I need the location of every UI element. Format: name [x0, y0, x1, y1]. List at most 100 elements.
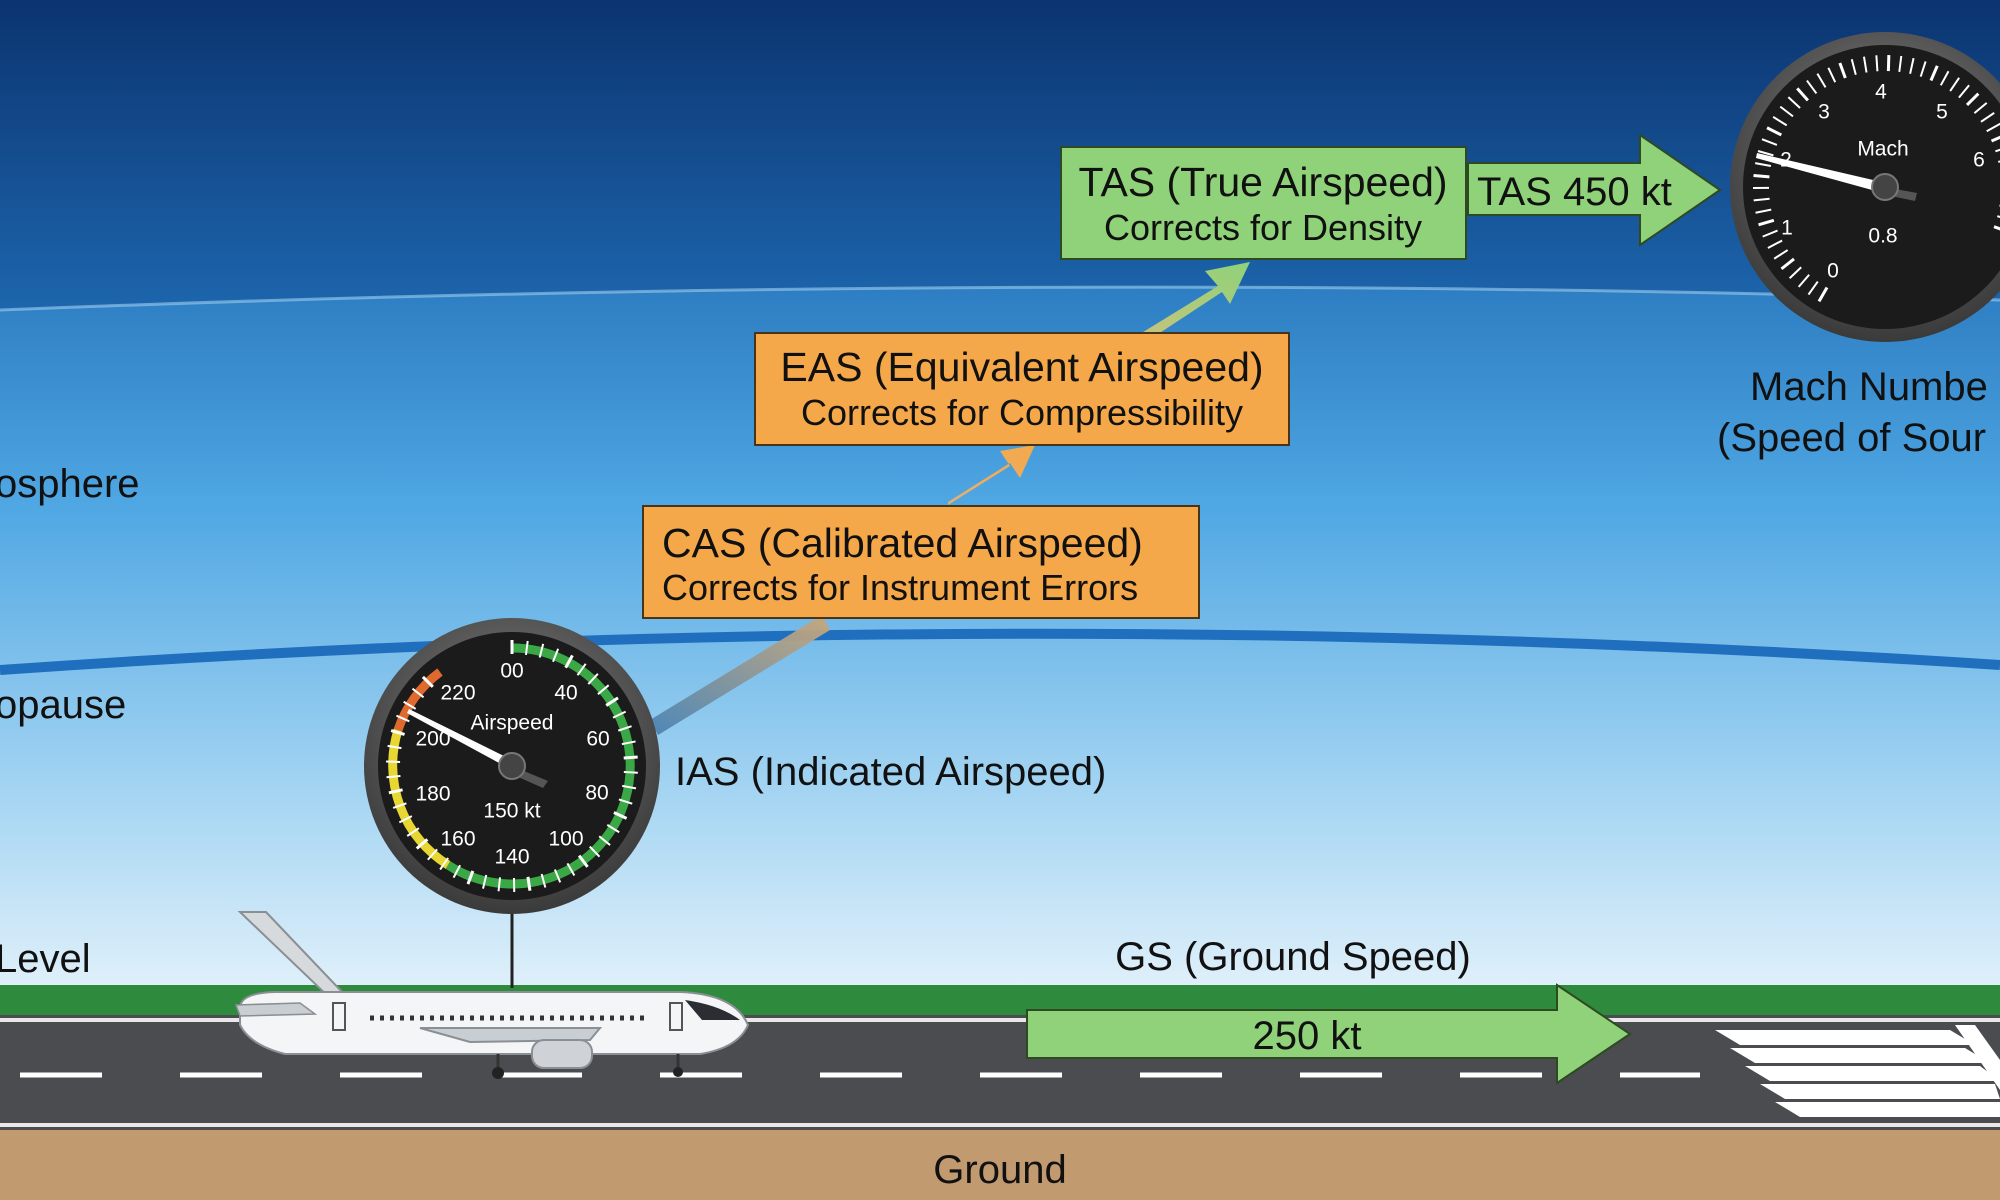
airspeed-tick-label: 60: [586, 728, 609, 751]
airspeed-tick-label: 40: [554, 682, 577, 705]
gauge-tick: [406, 827, 420, 837]
mach-tick-label: 1: [1781, 217, 1793, 240]
airspeed-tick-label: 200: [415, 728, 450, 751]
ground-layer: [0, 1130, 2000, 1200]
gauge-tick: [540, 873, 547, 888]
ias-to-cas-arrow: [650, 615, 830, 735]
gauge-tick: [411, 687, 425, 699]
gauge-tick: [1754, 162, 1772, 168]
airspeed-gauge: 00 40 60 80 100 140 160 180 200 220 Airs…: [364, 618, 660, 914]
gauge-tick: [552, 648, 560, 663]
gauge-tick: [392, 802, 407, 809]
gauge-tick: [1806, 79, 1818, 95]
mach-tick-label: 3: [1818, 101, 1830, 124]
airspeed-tick-label: 100: [548, 828, 583, 851]
ground-label: Ground: [933, 1148, 1066, 1192]
gauge-tick: [606, 824, 620, 834]
gauge-tick: [524, 640, 529, 655]
stratosphere-band: [0, 0, 2000, 310]
gauge-tick: [1990, 135, 2000, 143]
gauge-tick: [587, 673, 599, 685]
gauge-tick: [612, 710, 627, 719]
gauge-tick: [390, 729, 405, 736]
gauge-tick: [482, 874, 488, 889]
gauge-tick: [622, 784, 637, 790]
gauge-tick: [1958, 84, 1970, 99]
mach-tick-label: 6: [1973, 149, 1985, 172]
gauge-tick: [1787, 96, 1801, 109]
tas-arrow: [1467, 133, 1722, 247]
eas-box: EAS (Equivalent Airspeed) Corrects for C…: [754, 332, 1290, 446]
mach-tick-label: 0: [1827, 260, 1839, 283]
gauge-tick: [617, 725, 632, 732]
gauge-tick: [1862, 56, 1868, 73]
airspeed-caption: Airspeed: [471, 712, 554, 735]
gauge-tick: [553, 869, 562, 883]
airspeed-needle: [407, 709, 514, 770]
gauge-tick: [1949, 77, 1960, 92]
gauge-tick: [1796, 87, 1810, 102]
gauge-tick: [621, 740, 636, 746]
mach-gauge: 0 1 2 3 4 5 6 Mach 0.8: [1730, 32, 2000, 342]
gauge-tick: [421, 675, 434, 688]
gauge-tick: [1929, 65, 1939, 82]
upper-layer-line: [0, 285, 2000, 312]
runway-threshold-markings: [1715, 1025, 2000, 1117]
gauge-tick: [1753, 197, 1770, 202]
airplane-nose-gear: [673, 1067, 683, 1077]
mach-label-line2: (Speed of Sour: [1717, 416, 1986, 460]
gauge-tick: [1875, 55, 1879, 72]
airplane-wing: [419, 1027, 603, 1044]
gauge-tick: [538, 643, 545, 658]
eas-title: EAS (Equivalent Airspeed): [780, 344, 1263, 390]
tas-arrow-label: TAS 450 kt: [1477, 170, 1672, 214]
gauge-tick: [497, 877, 502, 892]
airspeed-tick-label: 140: [494, 846, 529, 869]
gauge-tick: [589, 845, 601, 858]
gauge-tick: [1797, 274, 1810, 288]
gauge-tick: [388, 788, 403, 795]
airplane-rear-door: [332, 1002, 346, 1031]
airplane-engine: [531, 1039, 593, 1069]
gauge-tick: [598, 835, 611, 846]
gauge-tick: [623, 755, 638, 760]
gauge-tick: [427, 848, 438, 861]
gauge-tick: [387, 744, 402, 750]
gauge-tick: [439, 857, 449, 871]
stratosphere-label: osphere: [0, 462, 140, 506]
eas-to-tas-arrow: [1140, 262, 1250, 342]
gauge-tick: [1767, 239, 1783, 249]
gauge-tick: [1761, 138, 1778, 146]
cas-box-bg: [642, 505, 1200, 619]
gauge-tick: [613, 811, 628, 820]
gauge-tick: [1898, 55, 1903, 73]
gauge-tick: [1993, 225, 2000, 231]
airspeed-tick-label: 180: [415, 783, 450, 806]
gauge-tick: [1838, 62, 1847, 79]
gauge-tick: [1965, 92, 1980, 107]
gauge-tick: [466, 870, 475, 885]
gauge-tick: [1758, 218, 1775, 227]
gauge-tick: [1980, 112, 1995, 123]
gauge-tick: [1909, 57, 1915, 74]
gauge-tick: [564, 654, 574, 669]
tas-title: TAS (True Airspeed): [1078, 159, 1447, 205]
airplane-front-door: [669, 1002, 683, 1031]
cas-to-eas-arrow: [948, 445, 1035, 505]
gauge-tick: [1995, 148, 2000, 153]
gauge-tick: [452, 864, 461, 879]
gauge-tick: [623, 770, 638, 774]
tas-subtitle: Corrects for Density: [1104, 207, 1422, 248]
eas-box-bg: [754, 332, 1290, 446]
airspeed-reading: 150 kt: [483, 800, 540, 823]
airplane-cockpit-window: [685, 1000, 740, 1020]
gauge-tick: [1939, 70, 1950, 86]
mach-needle-hub: [1871, 173, 1899, 201]
gauge-tick: [1827, 67, 1837, 83]
airplane-main-gear: [492, 1067, 504, 1079]
gauge-tick: [1766, 126, 1783, 137]
tropopause-label: opause: [0, 683, 126, 727]
gauge-tick: [1807, 280, 1819, 296]
